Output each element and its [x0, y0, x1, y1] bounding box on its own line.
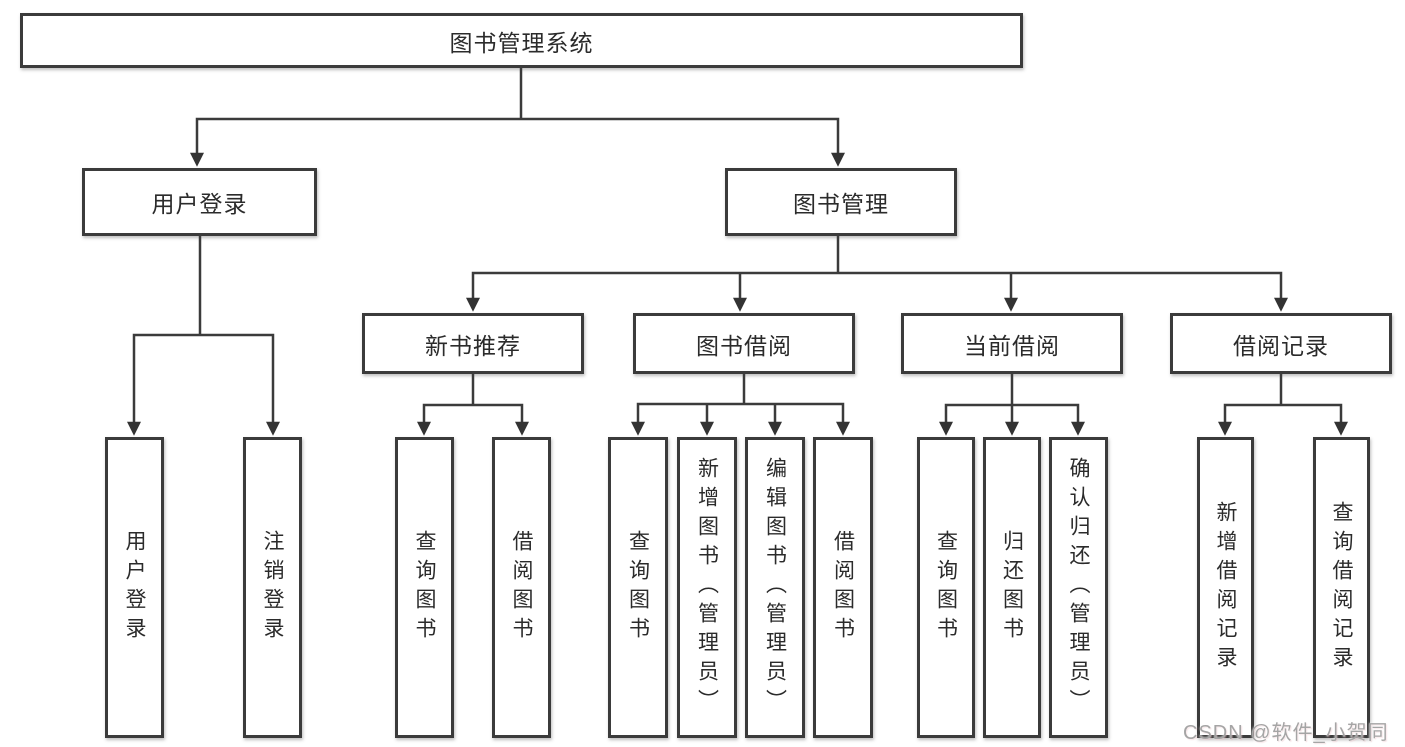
- node-book-borrow: 图书借阅: [633, 313, 855, 374]
- node-root: 图书管理系统: [20, 13, 1023, 68]
- node-new-book-recommend: 新书推荐: [362, 313, 584, 374]
- leaf-borrow-books: 借阅图书: [813, 437, 873, 738]
- leaf-logout: 注销登录: [243, 437, 302, 738]
- node-book-management: 图书管理: [725, 168, 957, 236]
- leaf-confirm-return-admin: 确认归还（管理员）: [1049, 437, 1108, 738]
- node-current-borrow: 当前借阅: [901, 313, 1123, 374]
- leaf-query-books-borrow: 查询图书: [608, 437, 668, 738]
- leaf-add-books-admin: 新增图书（管理员）: [677, 437, 737, 738]
- leaf-query-books-recommend: 查询图书: [395, 437, 454, 738]
- leaf-query-borrow-record: 查询借阅记录: [1313, 437, 1370, 738]
- leaf-return-books: 归还图书: [983, 437, 1041, 738]
- leaf-borrow-books-recommend: 借阅图书: [492, 437, 551, 738]
- node-borrow-records: 借阅记录: [1170, 313, 1392, 374]
- leaf-user-login: 用户登录: [105, 437, 164, 738]
- node-user-login: 用户登录: [82, 168, 317, 236]
- leaf-add-borrow-record: 新增借阅记录: [1197, 437, 1254, 738]
- leaf-query-books-current: 查询图书: [917, 437, 975, 738]
- csdn-watermark: CSDN @软件_小贺同学: [1183, 722, 1389, 744]
- leaf-edit-books-admin: 编辑图书（管理员）: [745, 437, 805, 738]
